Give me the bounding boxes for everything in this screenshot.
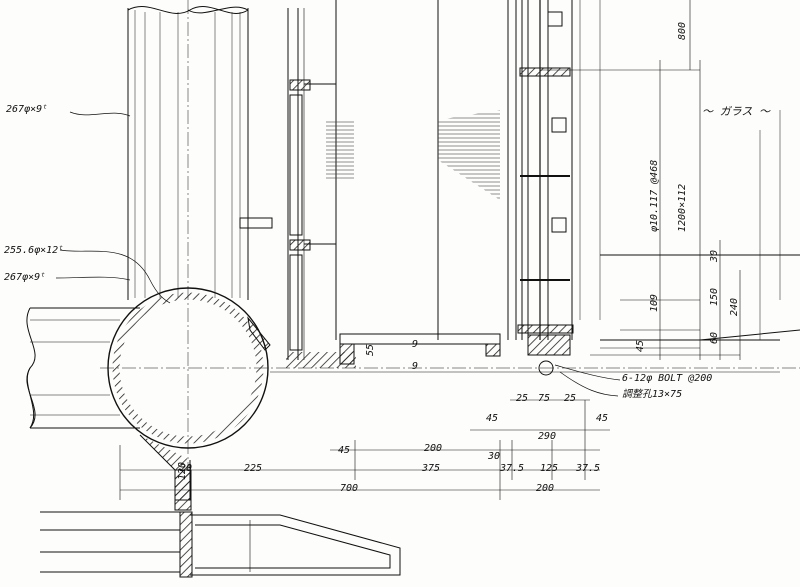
dim-200b: 200 <box>536 483 555 494</box>
dim-225: 225 <box>244 463 263 474</box>
dim-20: 20 <box>180 463 193 474</box>
dim-109: 109 <box>649 293 660 312</box>
dim-240: 240 <box>729 297 740 316</box>
dim-45v: 45 <box>635 339 646 352</box>
dim-30b: 30 <box>488 451 501 462</box>
pipe-cross-section <box>100 287 800 511</box>
dim-125: 125 <box>540 463 559 474</box>
dim-375a: 375 <box>422 463 441 474</box>
dim-60: 60 <box>709 331 720 344</box>
dim-9a: 9 <box>412 339 419 350</box>
bench-section <box>40 511 401 578</box>
callout-pipe-inner: 255.6φ×12ᵗ <box>4 245 65 256</box>
mullion-right <box>437 0 601 376</box>
dim-468: φ10.117 @468 <box>649 159 660 232</box>
dim-25a: 25 <box>516 393 529 404</box>
dim-30: 30 <box>709 249 720 262</box>
dim-45a: 45 <box>486 413 499 424</box>
dim-9b: 9 <box>412 361 419 372</box>
dim-45c: 45 <box>338 445 351 456</box>
dim-290: 290 <box>538 431 557 442</box>
leader-lines <box>55 111 621 397</box>
sill <box>270 110 800 373</box>
dim-45b: 45 <box>596 413 609 424</box>
dimension-lines <box>119 0 741 500</box>
dim-1200: 1200×112 <box>677 183 688 232</box>
callout-pipe-upper: 267φ×9ᵗ <box>6 104 49 115</box>
dim-200a: 200 <box>424 443 443 454</box>
dim-700: 700 <box>340 483 359 494</box>
horizontal-pipe <box>26 307 140 429</box>
dim-25b: 25 <box>564 393 577 404</box>
dim-150: 150 <box>709 287 720 306</box>
dim-55: 55 <box>365 343 376 356</box>
dim-375c: 37.5 <box>576 463 601 474</box>
dim-375b: 37.5 <box>500 463 525 474</box>
callout-bolt: 6-12φ BOLT @200 <box>622 373 713 384</box>
dim-800: 800 <box>677 21 688 40</box>
callout-slot: 調整孔13×75 <box>622 389 683 400</box>
callout-pipe-lower: 267φ×9ᵗ <box>4 272 47 283</box>
dim-75: 75 <box>538 393 551 404</box>
callout-glass: 〜 ガラス 〜 <box>702 105 771 118</box>
vertical-pipe <box>127 0 273 470</box>
mullion-left <box>286 0 356 368</box>
